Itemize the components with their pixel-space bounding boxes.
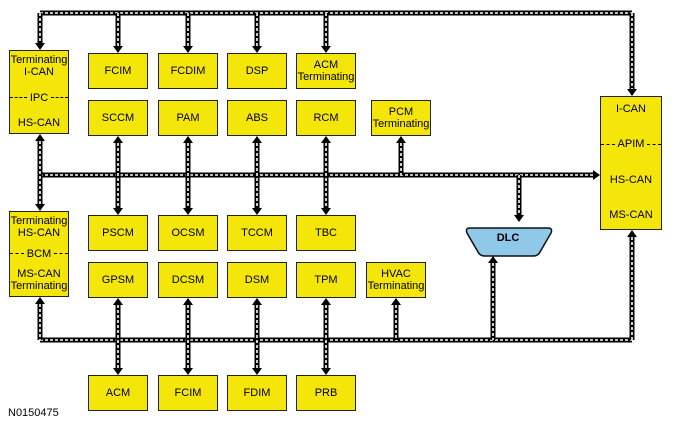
module-acm: ACM xyxy=(88,375,148,411)
arrow-hs-down-1 xyxy=(183,208,193,215)
ipc-label: IPC xyxy=(29,91,49,104)
arrow-dlc-ms xyxy=(488,256,498,263)
module-dcsm: DCSM xyxy=(158,262,218,298)
apim-mscan-label: MS-CAN xyxy=(609,208,653,221)
module-sccm: SCCM xyxy=(88,100,148,136)
arrow-apim-top xyxy=(627,89,637,96)
arrow-hs-down-3 xyxy=(321,208,331,215)
bcm-top-label: Terminating HS-CAN xyxy=(10,215,68,239)
arrow-ms-down-2 xyxy=(252,368,262,375)
module-hvac-terminating: HVAC Terminating xyxy=(366,262,426,298)
module-dsm: DSM xyxy=(227,262,287,298)
arrow-ms-down-3 xyxy=(321,368,331,375)
module-fcim-bottom: FCIM xyxy=(158,375,218,411)
arrow-bcm-bottom xyxy=(35,297,45,304)
figure-id: N0150475 xyxy=(8,407,59,419)
module-acm-terminating: ACM Terminating xyxy=(296,53,356,89)
module-fdim: FDIM xyxy=(227,375,287,411)
module-prb: PRB xyxy=(296,375,356,411)
apim-ican-label: I-CAN xyxy=(616,103,646,115)
arrow-top-row-3 xyxy=(321,46,331,53)
arrow-hs-up-3 xyxy=(321,136,331,143)
arrow-ms-down-0 xyxy=(113,368,123,375)
ipc-separator: IPC xyxy=(10,92,68,104)
module-ocsm: OCSM xyxy=(158,215,218,251)
arrow-pcm xyxy=(396,136,406,143)
module-tpm: TPM xyxy=(296,262,356,298)
module-pam: PAM xyxy=(158,100,218,136)
arrow-hs-down-0 xyxy=(113,208,123,215)
arrow-ms-up-1 xyxy=(183,298,193,305)
module-tccm: TCCM xyxy=(227,215,287,251)
arrow-top-row-0 xyxy=(113,46,123,53)
arrow-bcm-top xyxy=(35,204,45,211)
module-rcm: RCM xyxy=(296,100,356,136)
bcm-separator: BCM xyxy=(10,248,68,260)
bcm-bottom-label: MS-CAN Terminating xyxy=(10,268,68,292)
apim-separator: APIM xyxy=(601,138,661,150)
arrow-hs-down-2 xyxy=(252,208,262,215)
arrow-ipc-bottom xyxy=(35,134,45,141)
arrow-hvac xyxy=(391,298,401,305)
bcm-label: BCM xyxy=(26,247,52,260)
arrow-dlc-hs xyxy=(514,215,524,222)
module-fcdim: FCDIM xyxy=(158,53,218,89)
module-pscm: PSCM xyxy=(88,215,148,251)
arrow-apim-hs xyxy=(593,170,600,180)
arrow-ipc-top xyxy=(35,43,45,50)
arrow-hs-up-0 xyxy=(113,136,123,143)
arrow-ms-down-1 xyxy=(183,368,193,375)
dlc-connector-shape xyxy=(465,227,553,257)
dlc-connector-label: DLC xyxy=(496,232,520,244)
module-tbc: TBC xyxy=(296,215,356,251)
module-pcm-terminating: PCM Terminating xyxy=(371,100,431,136)
module-bcm: Terminating HS-CAN BCM MS-CAN Terminatin… xyxy=(9,211,69,297)
arrow-ms-up-0 xyxy=(113,298,123,305)
arrow-ms-up-2 xyxy=(252,298,262,305)
ipc-bottom-label: HS-CAN xyxy=(17,117,61,129)
arrow-top-row-2 xyxy=(252,46,262,53)
module-gpsm: GPSM xyxy=(88,262,148,298)
arrow-hs-up-1 xyxy=(183,136,193,143)
apim-hscan-label: HS-CAN xyxy=(609,173,653,186)
arrow-apim-ms xyxy=(627,230,637,237)
ipc-top-label: Terminating I-CAN xyxy=(10,54,68,78)
module-dsp: DSP xyxy=(227,53,287,89)
module-apim: I-CAN APIM HS-CAN MS-CAN xyxy=(600,96,662,230)
module-abs: ABS xyxy=(227,100,287,136)
apim-label: APIM xyxy=(617,138,645,151)
module-fcim-top: FCIM xyxy=(88,53,148,89)
arrow-top-row-1 xyxy=(183,46,193,53)
arrow-hs-up-2 xyxy=(252,136,262,143)
arrow-ms-up-3 xyxy=(321,298,331,305)
module-ipc: Terminating I-CAN IPC HS-CAN xyxy=(9,50,69,134)
